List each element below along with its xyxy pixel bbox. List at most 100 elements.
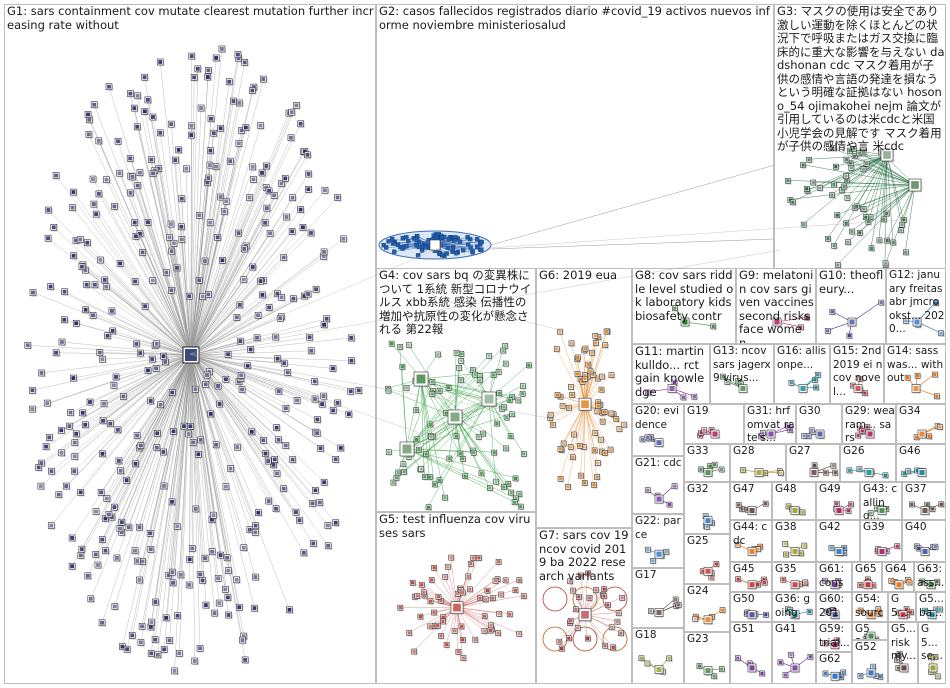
- g1-node: [166, 637, 174, 645]
- group-network-g9: [772, 314, 811, 332]
- g1-node: [107, 420, 115, 428]
- g1-node: [109, 327, 117, 336]
- g1-node: [168, 247, 176, 256]
- g1-node: [190, 74, 199, 82]
- g1-node: [113, 554, 122, 563]
- g21-node: [666, 501, 674, 509]
- g1-node: [47, 522, 56, 530]
- group-panel-g47: G47: [730, 482, 772, 520]
- g45-node: [761, 579, 769, 587]
- group-network-g31: [758, 423, 794, 441]
- g39-node: [894, 543, 901, 550]
- g1-node: [216, 400, 224, 409]
- g5-node: [434, 622, 442, 630]
- group-network-g19: [697, 427, 721, 440]
- g1-node: [133, 340, 141, 349]
- g42-node: [828, 545, 836, 552]
- g1-node: [86, 398, 95, 407]
- g1-node: [278, 294, 286, 302]
- group-network-g49: [833, 500, 855, 516]
- g48-node: [799, 509, 807, 517]
- g5-node: [468, 560, 475, 568]
- g4-node: [445, 384, 453, 392]
- group-network-g22: [645, 546, 671, 565]
- g4-node: [502, 360, 510, 368]
- g1-node: [202, 380, 210, 389]
- group-panel-g59: G59: trial...: [816, 622, 852, 652]
- group-panel-g50: G50: [730, 592, 772, 622]
- g7-node: [601, 586, 608, 593]
- group-network-g33: [698, 461, 726, 478]
- g1-node: [97, 489, 106, 497]
- g1-node: [166, 234, 174, 242]
- g4-node: [503, 445, 510, 453]
- g1-node: [178, 236, 187, 244]
- g33-node: [711, 461, 719, 469]
- g6-node: [595, 403, 602, 410]
- g1-node: [133, 557, 142, 566]
- g5-node: [411, 648, 418, 656]
- g7-node: [618, 630, 625, 637]
- g3-node: [863, 214, 870, 221]
- group-panel-g17: G17: [632, 568, 684, 628]
- g27-node: [830, 462, 838, 470]
- group-panel-g44: G44: cdc: [730, 520, 772, 562]
- g6-node: [560, 440, 568, 448]
- g5-node: [460, 655, 468, 662]
- g29-node: [859, 428, 867, 435]
- g30-hub-node: [815, 429, 826, 440]
- g7-node: [601, 593, 608, 600]
- group-panel-g9: G9: melatonin cov sars given vaccines se…: [736, 268, 816, 344]
- g1-node: [355, 387, 363, 395]
- g1-hub-node: [182, 346, 200, 364]
- group-panel-g13: G13: ncov sars jagerx9 virus...: [710, 344, 774, 404]
- g4-node: [453, 433, 461, 440]
- g1-node: [210, 129, 218, 138]
- g33-hub-node: [703, 468, 714, 478]
- g1-node: [205, 174, 213, 183]
- g3-node: [882, 260, 890, 267]
- g1-node: [169, 579, 178, 588]
- g1-node: [144, 367, 153, 375]
- g4-node: [480, 430, 487, 438]
- g37-node: [908, 501, 916, 509]
- g1-node: [223, 554, 232, 562]
- g11-node: [645, 389, 652, 397]
- g1-node: [71, 439, 80, 447]
- g4-node: [509, 411, 516, 418]
- g1-node: [347, 334, 356, 343]
- g14-node: [932, 371, 939, 379]
- g16-hub-node: [798, 384, 809, 394]
- g40-node: [932, 543, 940, 551]
- g1-node: [249, 87, 257, 95]
- g1-node: [131, 547, 140, 555]
- g1-node: [67, 409, 75, 417]
- g5-node: [448, 554, 455, 562]
- g1-node: [160, 352, 168, 361]
- g4-node: [428, 433, 435, 441]
- group-panel-g8: G8: cov sars riddle level studied ok lab…: [632, 268, 736, 344]
- g1-node: [261, 219, 270, 227]
- g1-node: [264, 457, 273, 466]
- g1-node: [212, 441, 221, 449]
- group-panel-g37: G37: [902, 482, 946, 520]
- g4-node: [413, 436, 421, 444]
- g5-node: [487, 627, 495, 635]
- g1-node: [280, 359, 289, 368]
- g1-node: [252, 573, 260, 582]
- g1-node: [222, 586, 230, 594]
- g1-node: [137, 442, 146, 450]
- g4-node: [416, 446, 423, 454]
- g1-node: [276, 314, 285, 323]
- g12-edges: [905, 302, 941, 334]
- g10-node: [829, 308, 836, 316]
- g4-node: [506, 397, 514, 404]
- g1-node: [97, 256, 105, 265]
- g7-loop-edge: [602, 586, 628, 612]
- g3-node: [843, 173, 850, 180]
- g49-node: [848, 501, 855, 509]
- g4-node: [423, 451, 430, 458]
- g5-node: [459, 589, 467, 597]
- g1-node: [263, 204, 272, 213]
- g22-node: [650, 558, 657, 565]
